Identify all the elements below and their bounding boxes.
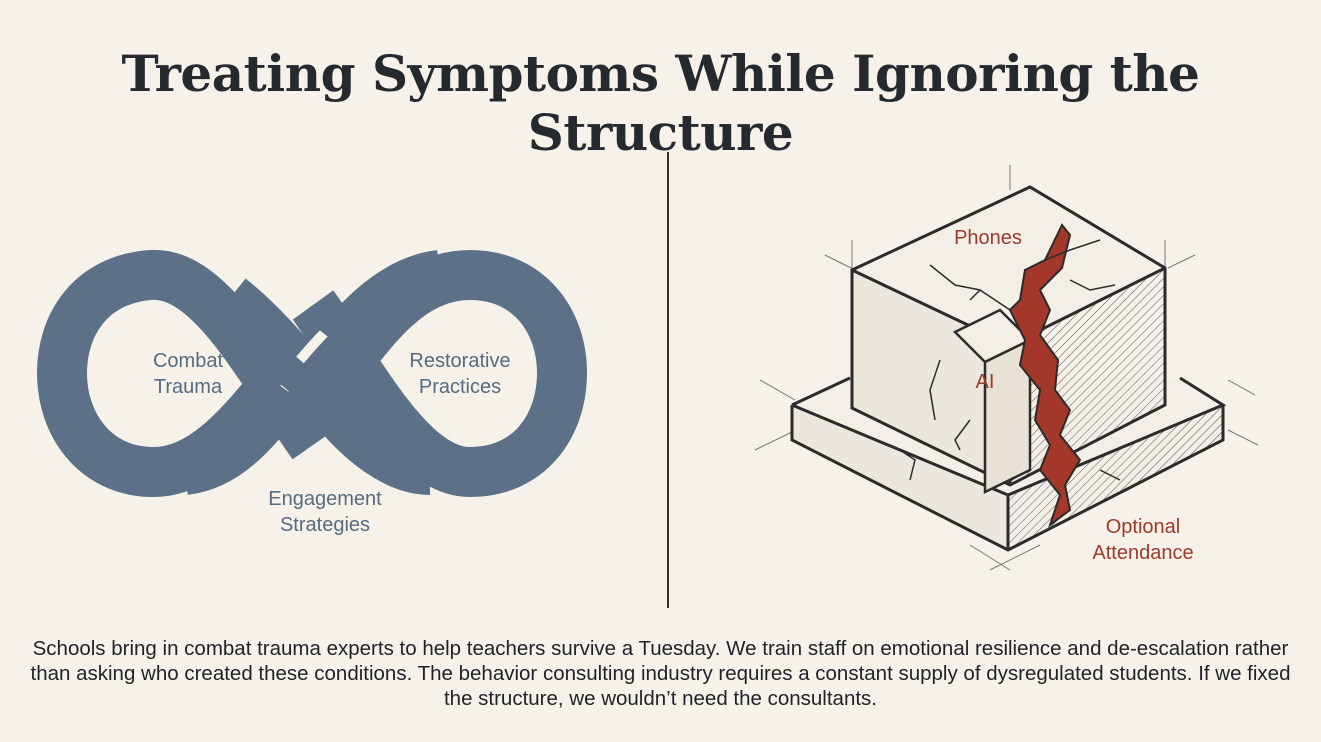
crack-label-attendance: Optional Attendance — [1092, 516, 1194, 564]
loop-label-right: Restorative Practices — [409, 350, 511, 398]
crack-label-phones: Phones — [954, 227, 1022, 249]
page-title: Treating Symptoms While Ignoring the Str… — [121, 44, 1200, 162]
infinity-loop-icon — [36, 249, 588, 498]
loop-label-left: Combat Trauma — [152, 350, 224, 398]
loop-label-bottom: Engagement Strategies — [268, 488, 382, 536]
caption-text: Schools bring in combat trauma experts t… — [30, 637, 1291, 710]
cracked-block-icon — [754, 165, 1259, 571]
divider-line — [667, 152, 669, 608]
crack-label-ai: AI — [975, 371, 995, 393]
